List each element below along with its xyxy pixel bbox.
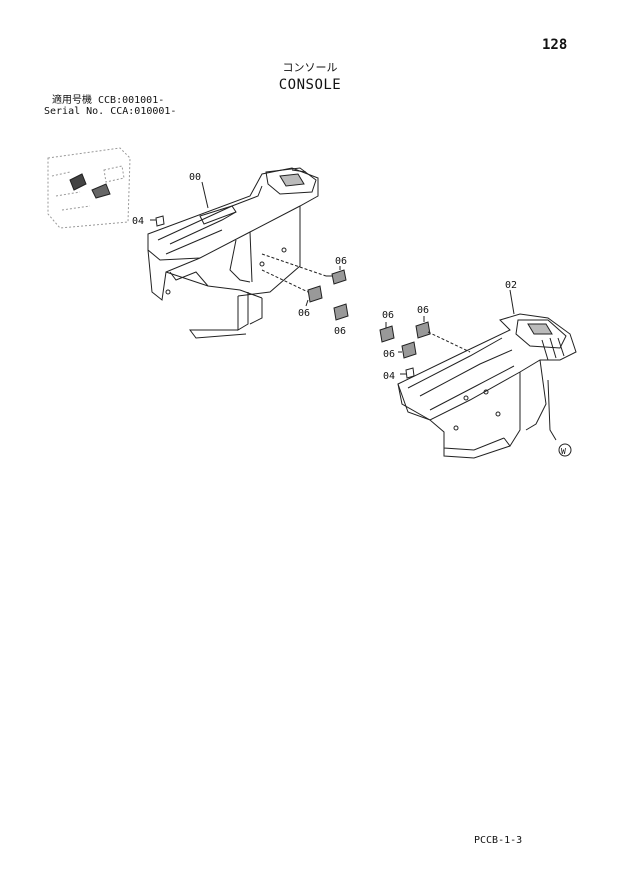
part-04-upper — [155, 215, 165, 227]
machine-locator-inset — [47, 147, 131, 229]
leader-06-a-dash — [261, 253, 327, 277]
leader-06-e-dash — [427, 331, 471, 353]
page-number: 128 — [542, 37, 568, 53]
console-02 — [397, 313, 577, 459]
leader-02 — [509, 289, 515, 315]
callout-06-d: 06 — [382, 310, 394, 321]
callout-06-b: 06 — [298, 308, 310, 319]
callout-06-c: 06 — [334, 326, 346, 337]
w-symbol-letter: W — [561, 447, 566, 456]
footer-page-code: PCCB-1-3 — [474, 835, 523, 846]
bolt-06-a — [326, 269, 347, 285]
callout-06-f: 06 — [383, 349, 395, 360]
callout-02: 02 — [505, 280, 517, 291]
bolt-06-f — [401, 341, 417, 359]
leader-00 — [201, 181, 209, 209]
bolt-06-d — [379, 325, 395, 343]
bolt-06-e — [415, 321, 431, 339]
applicable-serial-en: Serial No. CCA:010001- — [44, 106, 177, 117]
part-04-lower — [405, 367, 415, 379]
locator-highlight — [69, 173, 111, 199]
callout-04-upper: 04 — [132, 216, 144, 227]
bolt-06-b — [307, 285, 323, 303]
console-00 — [147, 167, 319, 339]
leader-06-b-dash — [261, 269, 309, 293]
w-symbol-circle — [558, 443, 572, 457]
callout-06-a: 06 — [335, 256, 347, 267]
applicable-serial-jp: 適用号機 CCB:001001- — [52, 95, 165, 106]
callout-00: 00 — [189, 172, 201, 183]
callout-06-e: 06 — [417, 305, 429, 316]
callout-04-lower: 04 — [383, 371, 395, 382]
bolt-06-c — [333, 303, 349, 321]
leader-06-b — [305, 299, 309, 307]
page-title-japanese: コンソール — [282, 61, 338, 74]
page-title: CONSOLE — [278, 77, 342, 93]
